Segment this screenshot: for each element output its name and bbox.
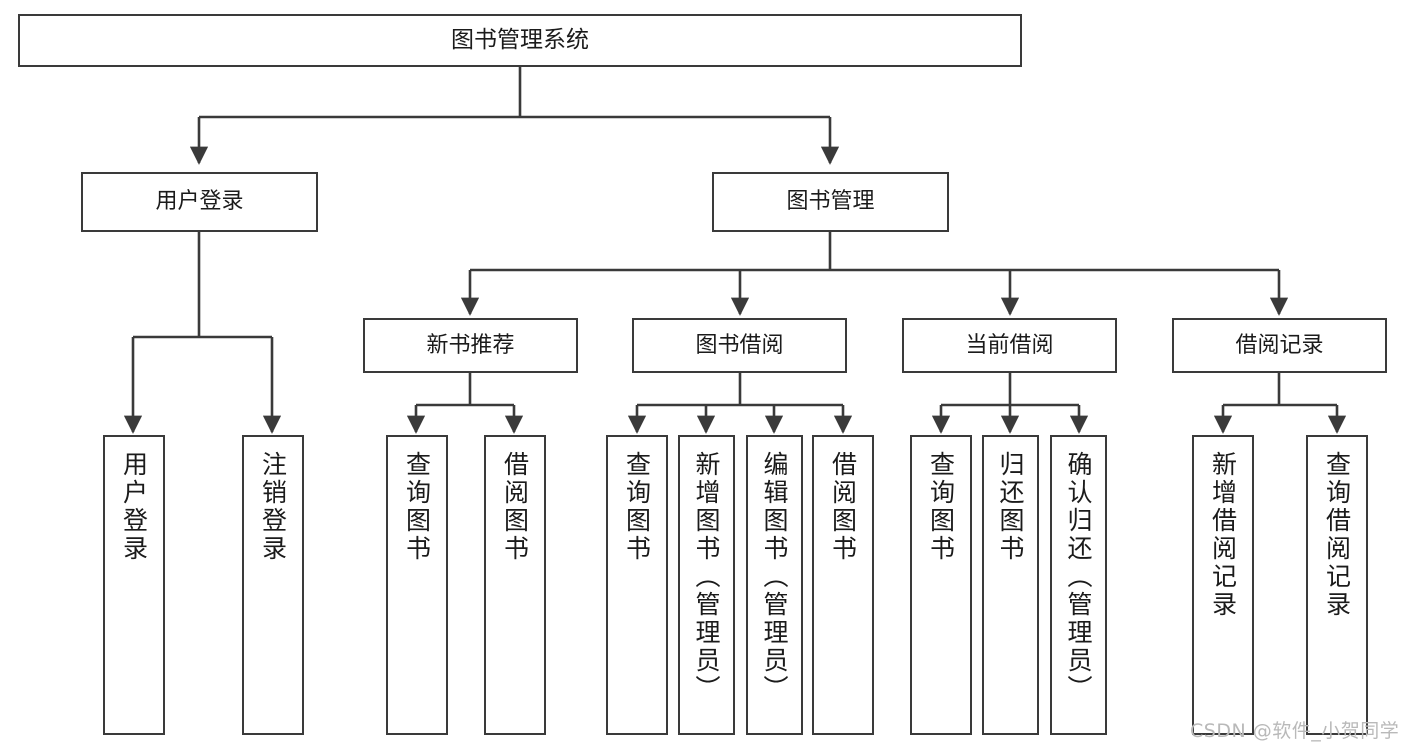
node-leaf-query-borrow-record[interactable]: 查询借阅记录 <box>1306 435 1368 735</box>
node-label: 用户登录 <box>155 189 244 215</box>
node-leaf-recommend-query-book[interactable]: 查询图书 <box>386 435 448 735</box>
node-label: 归还图书 <box>996 451 1025 563</box>
node-label: 注销登录 <box>258 451 288 563</box>
node-label: 当前借阅 <box>965 332 1054 358</box>
node-label: 新增借阅记录 <box>1208 451 1238 619</box>
node-leaf-add-borrow-record[interactable]: 新增借阅记录 <box>1192 435 1254 735</box>
node-label: 确认归还（管理员） <box>1064 451 1093 703</box>
node-leaf-borrow-query-book[interactable]: 查询图书 <box>606 435 668 735</box>
node-leaf-user-logout[interactable]: 注销登录 <box>242 435 304 735</box>
node-leaf-return-book[interactable]: 归还图书 <box>982 435 1039 735</box>
node-borrow-record[interactable]: 借阅记录 <box>1172 318 1387 373</box>
node-current-borrow[interactable]: 当前借阅 <box>902 318 1117 373</box>
node-leaf-add-book-admin[interactable]: 新增图书（管理员） <box>678 435 735 735</box>
node-label: 图书管理系统 <box>451 27 589 54</box>
node-leaf-borrow-book[interactable]: 借阅图书 <box>812 435 874 735</box>
node-leaf-recommend-borrow-book[interactable]: 借阅图书 <box>484 435 546 735</box>
csdn-watermark: CSDN @软件_小贺同学 <box>1190 720 1400 742</box>
node-label: 用户登录 <box>119 451 149 563</box>
node-label: 新书推荐 <box>426 332 515 358</box>
node-book-borrow[interactable]: 图书借阅 <box>632 318 847 373</box>
node-label: 图书管理 <box>786 189 875 215</box>
node-leaf-edit-book-admin[interactable]: 编辑图书（管理员） <box>746 435 803 735</box>
node-leaf-user-login[interactable]: 用户登录 <box>103 435 165 735</box>
node-label: 借阅图书 <box>828 451 858 563</box>
node-label: 查询图书 <box>402 451 432 563</box>
node-leaf-current-query-book[interactable]: 查询图书 <box>910 435 972 735</box>
node-user-login[interactable]: 用户登录 <box>81 172 318 232</box>
node-label: 编辑图书（管理员） <box>760 451 789 703</box>
node-root-book-management-system[interactable]: 图书管理系统 <box>18 14 1022 67</box>
node-new-book-recommend[interactable]: 新书推荐 <box>363 318 578 373</box>
node-label: 查询图书 <box>622 451 652 563</box>
node-label: 借阅图书 <box>500 451 530 563</box>
node-label: 借阅记录 <box>1235 332 1324 358</box>
node-leaf-confirm-return-admin[interactable]: 确认归还（管理员） <box>1050 435 1107 735</box>
node-label: 新增图书（管理员） <box>692 451 721 703</box>
node-label: 图书借阅 <box>695 332 784 358</box>
node-book-management[interactable]: 图书管理 <box>712 172 949 232</box>
node-label: 查询借阅记录 <box>1322 451 1352 619</box>
node-label: 查询图书 <box>926 451 956 563</box>
